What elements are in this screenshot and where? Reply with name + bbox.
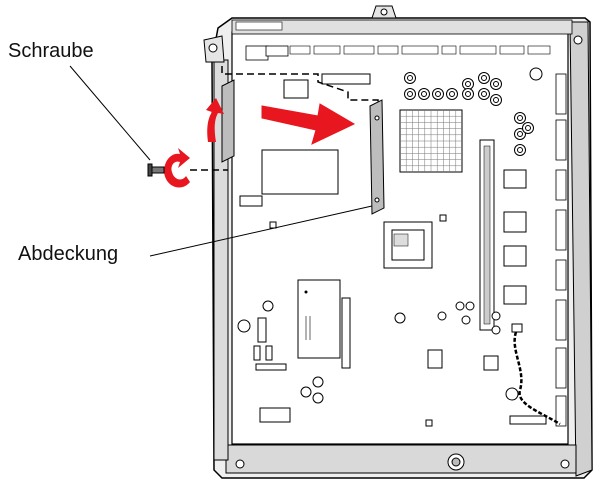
capacitor-center [517, 115, 523, 121]
capacitor-center [407, 91, 413, 97]
rotation-arrow-icon [164, 148, 190, 188]
capacitor-center [421, 91, 427, 97]
capacitor-center [493, 81, 499, 87]
cover-leader-line [149, 205, 373, 257]
capacitor-center [517, 147, 523, 153]
capacitor-center [525, 125, 531, 131]
slide-arrow-icon [261, 103, 356, 145]
screw-leader-line [69, 65, 151, 161]
lift-arrow-icon [206, 98, 224, 142]
processor-grid [399, 109, 463, 173]
cover-plate [221, 79, 385, 215]
capacitor-center [449, 91, 455, 97]
capacitor-center [465, 91, 471, 97]
capacitor-center [481, 91, 487, 97]
cover-label: Abdeckung [18, 243, 119, 265]
screw-icon [147, 163, 165, 177]
capacitor-center [407, 75, 413, 81]
screw-label: Schraube [8, 40, 94, 62]
capacitor-center [465, 81, 471, 87]
capacitor-center [435, 91, 441, 97]
capacitor-center [493, 97, 499, 103]
capacitor-center [481, 75, 487, 81]
capacitor-center [517, 131, 523, 137]
system-board [231, 19, 573, 445]
cover-dashed-outline [190, 66, 379, 171]
